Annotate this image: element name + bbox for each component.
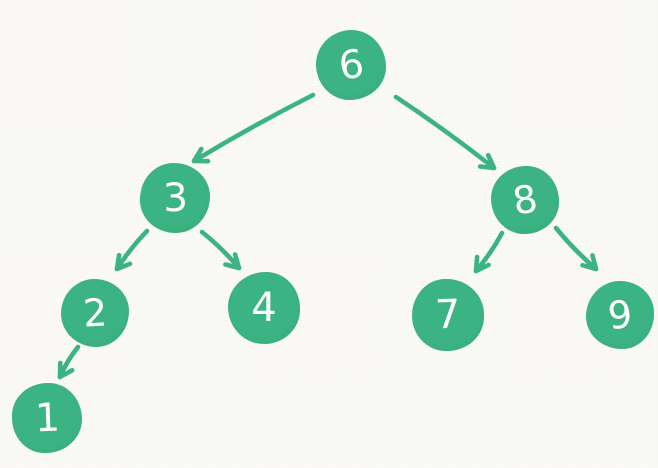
tree-edge-3-2 — [114, 228, 150, 272]
edge-line — [393, 94, 497, 171]
tree-node-4: 4 — [228, 272, 300, 344]
arrowhead-icon — [191, 146, 211, 164]
arrowhead-icon — [57, 360, 75, 380]
edge-line — [191, 92, 316, 164]
tree-node-6: 6 — [316, 30, 386, 100]
edge-line — [199, 229, 242, 271]
tree-node-1: 1 — [12, 383, 82, 453]
node-label-3: 3 — [161, 175, 189, 221]
arrowhead-icon — [114, 252, 133, 272]
tree-node-7: 7 — [412, 279, 484, 351]
arrowhead-icon — [580, 253, 599, 272]
tree-node-9: 9 — [586, 281, 654, 349]
node-label-7: 7 — [434, 291, 462, 339]
tree-edge-6-8 — [393, 94, 497, 171]
node-label-2: 2 — [81, 290, 109, 336]
edge-line — [553, 225, 599, 272]
arrowhead-icon — [473, 254, 491, 274]
node-label-4: 4 — [251, 285, 277, 331]
tree-node-8: 8 — [491, 166, 559, 234]
tree-node-3: 3 — [140, 163, 210, 233]
arrowhead-icon — [477, 152, 497, 171]
node-label-8: 8 — [509, 176, 541, 224]
tree-edge-8-7 — [473, 230, 505, 274]
node-label-9: 9 — [605, 291, 635, 339]
arrowhead-icon — [223, 252, 242, 271]
tree-edge-3-4 — [199, 229, 242, 271]
node-label-1: 1 — [33, 395, 61, 441]
tree-edge-8-9 — [553, 225, 599, 272]
tree-edge-2-1 — [57, 344, 81, 380]
node-label-6: 6 — [335, 40, 367, 90]
tree-edge-6-3 — [191, 92, 316, 164]
tree-node-2: 2 — [61, 279, 129, 347]
